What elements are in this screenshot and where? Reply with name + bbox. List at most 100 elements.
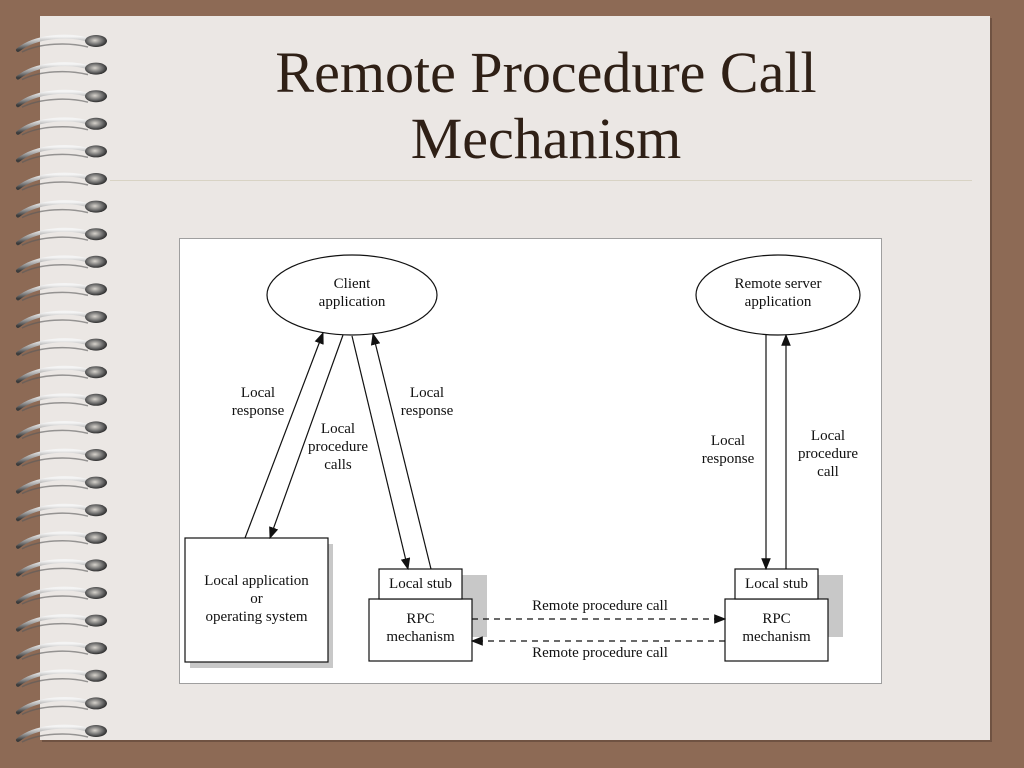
local-response-label-3: Local response [701, 433, 755, 467]
spiral-ring-shadow-icon [21, 181, 89, 191]
local-application-label: Local application or operating system [204, 573, 309, 625]
binding-hole-icon [85, 35, 107, 47]
spiral-ring-icon [16, 724, 94, 742]
client-application-label: Client application [318, 276, 386, 310]
arrow-local-response-to-client [244, 331, 324, 539]
spiral-binding-icon [16, 34, 107, 743]
binding-hole-icon [85, 559, 107, 572]
spiral-ring-icon [16, 365, 94, 384]
spiral-ring-shadow-icon [21, 540, 89, 550]
spiral-ring-shadow-icon [21, 705, 89, 716]
binding-hole-icon [85, 62, 107, 75]
spiral-ring-shadow-icon [21, 153, 89, 164]
spiral-ring-icon [16, 255, 94, 273]
remote-procedure-call-top-label: Remote procedure call [532, 598, 668, 614]
binding-hole-icon [85, 449, 107, 461]
binding-hole-icon [85, 145, 107, 158]
spiral-ring-shadow-icon [21, 264, 89, 274]
spiral-ring-shadow-icon [21, 236, 89, 246]
spiral-ring-shadow-icon [21, 484, 89, 495]
spiral-ring-icon [16, 641, 94, 660]
spiral-ring-icon [16, 310, 94, 328]
client-application-node [266, 254, 438, 336]
local-response-label-1: Local response [231, 385, 285, 419]
spiral-ring-shadow-icon [21, 733, 89, 743]
spiral-ring-icon [16, 697, 94, 715]
local-application-node [184, 537, 329, 663]
binding-hole-icon [85, 531, 107, 544]
remote-server-application-label: Remote server application [734, 276, 822, 310]
slide-title: Remote Procedure Call Mechanism [96, 40, 996, 172]
binding-hole-icon [85, 90, 107, 103]
spiral-ring-icon [16, 62, 94, 80]
spiral-ring-shadow-icon [21, 126, 89, 136]
spiral-ring-shadow-icon [21, 650, 89, 660]
spiral-ring-icon [16, 200, 94, 218]
spiral-ring-icon [16, 172, 94, 190]
spiral-ring-shadow-icon [21, 622, 89, 633]
binding-hole-icon [85, 587, 107, 599]
title-divider [110, 180, 972, 181]
spiral-ring-shadow-icon [21, 374, 89, 384]
arrow-client-to-left-stub [351, 335, 411, 571]
spiral-ring-icon [16, 393, 94, 411]
spiral-ring-icon [16, 669, 94, 687]
spiral-ring-icon [16, 338, 94, 356]
diagram-graphics [184, 254, 861, 668]
arrow-left-stub-to-client [370, 332, 432, 570]
spiral-ring-shadow-icon [21, 43, 89, 53]
spiral-ring-shadow-icon [21, 319, 89, 329]
binding-hole-icon [85, 200, 107, 213]
spiral-ring-icon [16, 614, 94, 632]
spiral-ring-shadow-icon [21, 512, 89, 522]
binding-hole-icon [85, 228, 107, 241]
binding-hole-icon [85, 504, 107, 517]
spiral-ring-icon [16, 283, 94, 301]
spiral-ring-shadow-icon [21, 346, 89, 357]
spiral-ring-icon [16, 503, 94, 522]
binding-hole-icon [85, 614, 107, 627]
binding-hole-icon [85, 476, 107, 489]
arrow-local-procedure-calls [269, 334, 344, 540]
binding-hole-icon [85, 669, 107, 682]
spiral-ring-icon [16, 586, 94, 604]
spiral-ring-shadow-icon [21, 567, 89, 578]
spiral-ring-icon [16, 476, 94, 494]
local-stub-left-node [378, 568, 463, 600]
spiral-ring-icon [16, 227, 94, 246]
spiral-ring-shadow-icon [21, 70, 89, 81]
binding-hole-icon [85, 642, 107, 655]
binding-hole-icon [85, 725, 107, 737]
spiral-ring-shadow-icon [21, 98, 89, 108]
spiral-ring-icon [16, 531, 94, 549]
binding-hole-icon [85, 173, 107, 185]
local-stub-left-label: Local stub [389, 576, 452, 592]
local-procedure-call-label: Local procedure call [798, 428, 858, 480]
binding-hole-icon [85, 421, 107, 434]
local-stub-right-node [734, 568, 819, 600]
spiral-ring-shadow-icon [21, 595, 89, 605]
spiral-ring-shadow-icon [21, 678, 89, 688]
binding-hole-icon [85, 255, 107, 268]
title-line-1: Remote Procedure Call [275, 40, 817, 105]
title-line-2: Mechanism [410, 106, 682, 171]
spiral-ring-shadow-icon [21, 429, 89, 440]
rpc-mechanism-left-node [368, 598, 473, 662]
spiral-ring-shadow-icon [21, 208, 89, 219]
binding-hole-icon [85, 283, 107, 296]
spiral-ring-shadow-icon [21, 457, 89, 467]
remote-server-application-node [695, 254, 861, 336]
rpc-mechanism-left-label: RPC mechanism [386, 611, 455, 645]
spiral-ring-icon [16, 89, 94, 108]
binding-hole-icon [85, 366, 107, 379]
local-response-label-2: Local response [400, 385, 454, 419]
spiral-ring-icon [16, 117, 94, 135]
spiral-ring-icon [16, 145, 94, 163]
rpc-diagram: Client application Remote server applica… [179, 238, 882, 684]
spiral-ring-shadow-icon [21, 291, 89, 302]
binding-hole-icon [85, 697, 107, 710]
spiral-ring-shadow-icon [21, 402, 89, 412]
spiral-ring-icon [16, 34, 94, 52]
spiral-ring-icon [16, 448, 94, 466]
binding-hole-icon [85, 117, 107, 130]
